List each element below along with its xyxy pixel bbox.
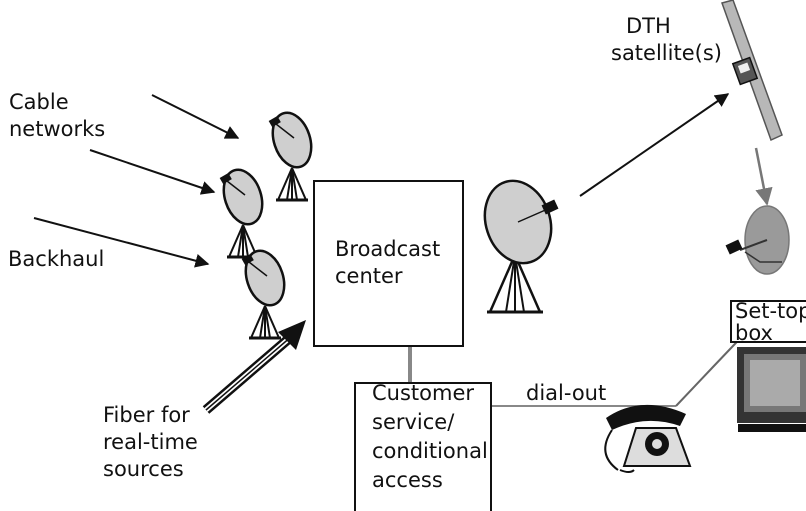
broadcast-center-box: Broadcast center bbox=[313, 180, 464, 347]
customer-service-box: Customer service/ conditional access bbox=[354, 381, 492, 511]
dish-icon bbox=[237, 244, 293, 340]
backhaul-label: Backhaul bbox=[8, 247, 105, 271]
fiber-label-line1: Fiber for bbox=[103, 403, 190, 427]
uplink-arrow bbox=[579, 93, 730, 197]
set-top-box: Set-top box bbox=[730, 300, 806, 343]
cable-arrow-2 bbox=[89, 149, 216, 195]
dth-label: DTH bbox=[626, 14, 671, 38]
cable-arrow-1 bbox=[151, 94, 240, 139]
css-label-line4: access bbox=[372, 468, 443, 492]
satellites-label: satellite(s) bbox=[611, 41, 722, 65]
fiber-arrow bbox=[202, 320, 306, 414]
networks-label: networks bbox=[9, 117, 106, 141]
cable-label: Cable bbox=[9, 90, 69, 114]
dialout-label: dial-out bbox=[526, 381, 607, 405]
television-icon bbox=[737, 347, 806, 432]
set-top-label-line2: box bbox=[735, 321, 773, 343]
broadcast-center-label-line1: Broadcast bbox=[335, 237, 441, 261]
telephone-icon bbox=[604, 404, 692, 473]
backhaul-arrow bbox=[33, 217, 210, 268]
dish-icon bbox=[264, 106, 320, 202]
dish-icon bbox=[215, 163, 271, 259]
fiber-label-line3: sources bbox=[103, 457, 184, 481]
set-top-label-line1: Set-top bbox=[735, 300, 806, 323]
css-label-line1: Customer bbox=[372, 381, 475, 405]
css-label-line2: service/ bbox=[372, 410, 455, 434]
downlink-arrow bbox=[754, 147, 773, 206]
consumer-dish-icon bbox=[725, 205, 790, 275]
uplink-dish-icon bbox=[483, 179, 559, 314]
broadcast-center-label-line2: center bbox=[335, 264, 403, 288]
css-label-line3: conditional bbox=[372, 439, 488, 463]
satellite-icon bbox=[721, 0, 783, 142]
fiber-label-line2: real-time bbox=[103, 430, 198, 454]
